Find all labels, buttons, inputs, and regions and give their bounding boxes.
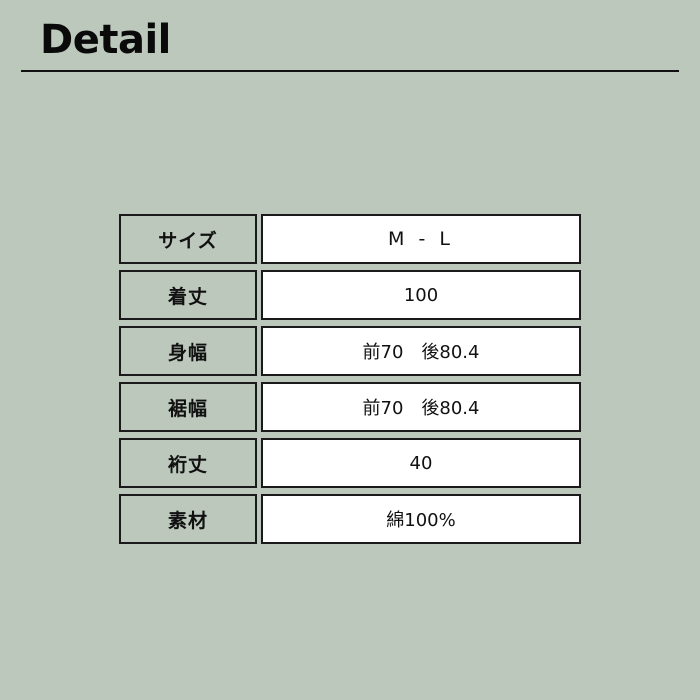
row-value: 綿100%	[261, 494, 581, 544]
table-row-body-width: 身幅 前70 後80.4	[119, 326, 581, 378]
row-label: 身幅	[119, 326, 257, 376]
row-value: 100	[261, 270, 581, 320]
table-row-length: 着丈 100	[119, 270, 581, 322]
row-label: 裄丈	[119, 438, 257, 488]
row-value: 前70 後80.4	[261, 382, 581, 432]
table-row-material: 素材 綿100%	[119, 494, 581, 546]
table-row-hem-width: 裾幅 前70 後80.4	[119, 382, 581, 434]
row-label: 着丈	[119, 270, 257, 320]
row-value: M - L	[261, 214, 581, 264]
page-title: Detail	[40, 17, 171, 63]
spec-table: サイズ M - L 着丈 100 身幅 前70 後80.4 裾幅 前70 後80…	[119, 214, 581, 550]
row-value: 40	[261, 438, 581, 488]
row-value: 前70 後80.4	[261, 326, 581, 376]
row-label: 素材	[119, 494, 257, 544]
title-divider	[21, 70, 679, 72]
table-row-size: サイズ M - L	[119, 214, 581, 266]
row-label: サイズ	[119, 214, 257, 264]
table-row-sleeve-length: 裄丈 40	[119, 438, 581, 490]
row-label: 裾幅	[119, 382, 257, 432]
